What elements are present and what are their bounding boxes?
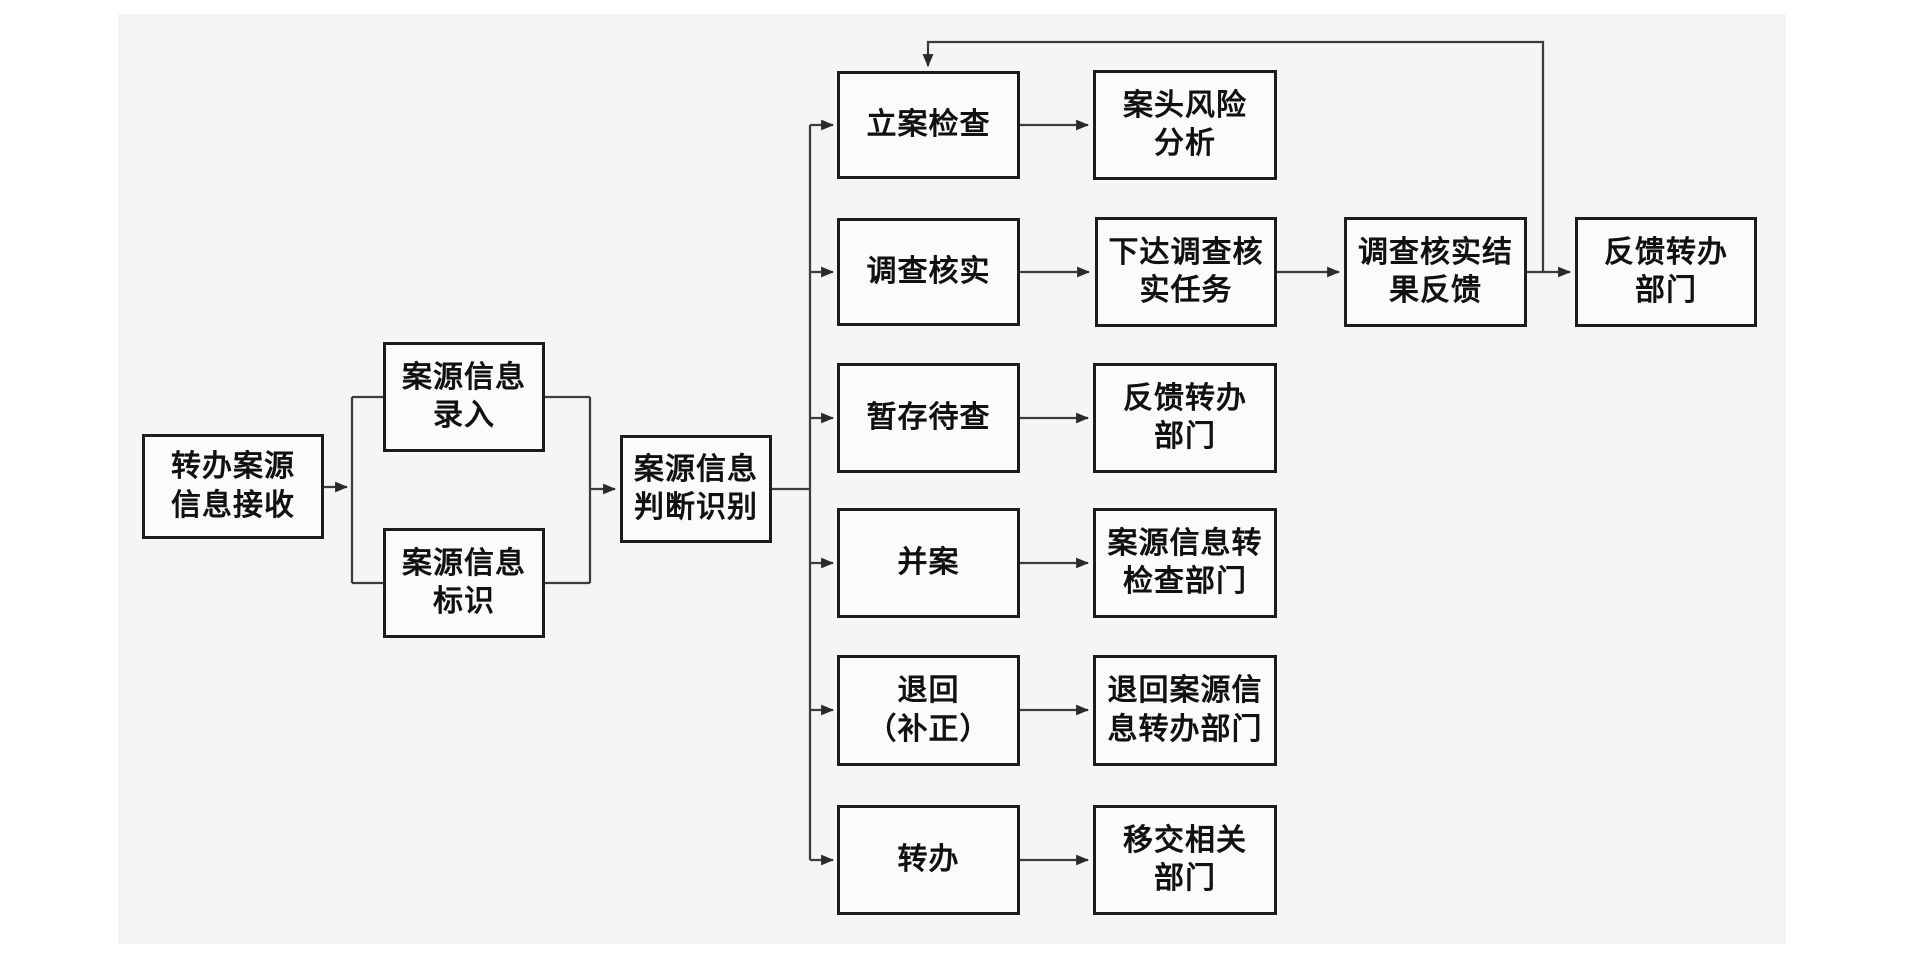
node-transfer: 转办: [837, 805, 1020, 915]
feedback-loop-line: [922, 40, 1545, 272]
node-judge: 案源信息 判断识别: [620, 435, 772, 543]
node-result-feedback: 调查核实结 果反馈: [1344, 217, 1527, 327]
node-to-check-dept: 案源信息转 检查部门: [1093, 508, 1277, 618]
node-investigate: 调查核实: [837, 218, 1020, 326]
node-receive: 转办案源 信息接收: [142, 434, 324, 539]
node-tag: 案源信息 标识: [383, 528, 545, 638]
node-desk-risk: 案头风险 分析: [1093, 70, 1277, 180]
node-feedback-dept-row2: 反馈转办 部门: [1575, 217, 1757, 327]
node-case-check: 立案检查: [837, 71, 1020, 179]
node-issue-task: 下达调查核 实任务: [1095, 217, 1277, 327]
node-handover-dept: 移交相关 部门: [1093, 805, 1277, 915]
node-feedback-dept-row3: 反馈转办 部门: [1093, 363, 1277, 473]
node-return-case: 退回 （补正）: [837, 655, 1020, 766]
node-merge-case: 并案: [837, 508, 1020, 618]
node-return-to-dept: 退回案源信 息转办部门: [1093, 655, 1277, 766]
node-entry: 案源信息 录入: [383, 342, 545, 452]
node-hold: 暂存待查: [837, 363, 1020, 473]
